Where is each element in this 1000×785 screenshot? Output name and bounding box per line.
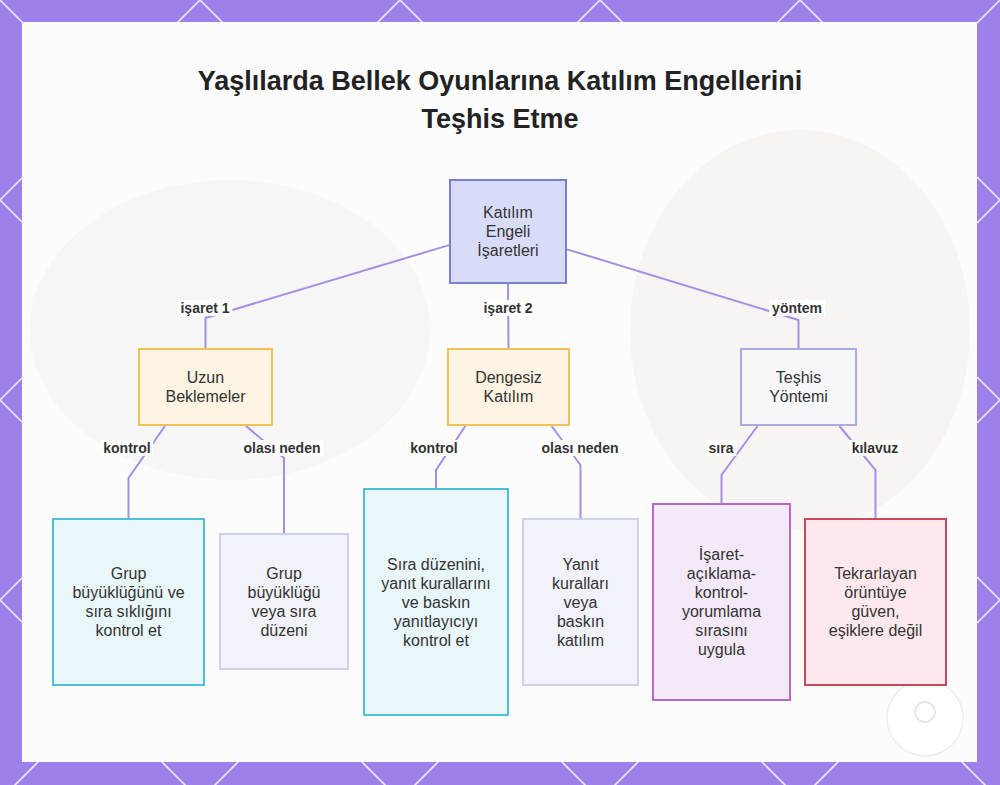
check-box: Sıra düzenini, yanıt kurallarını ve bask… bbox=[363, 488, 509, 716]
faded-photo bbox=[30, 180, 430, 480]
method-box: Teşhis Yöntemi bbox=[740, 348, 857, 426]
node-text: Yanıt kuralları veya baskın katılım bbox=[540, 555, 621, 650]
tree-connector bbox=[507, 284, 510, 348]
edge-label: kılavuz bbox=[849, 440, 902, 456]
node-text: İşaret-açıklama-kontrol-yorumlama sırası… bbox=[670, 545, 773, 659]
logo-mark bbox=[915, 702, 935, 722]
page-panel bbox=[22, 22, 977, 762]
tree-connector bbox=[567, 249, 799, 348]
tree-connector bbox=[436, 426, 465, 488]
edge-label: kontrol bbox=[100, 440, 153, 456]
edge-label: kontrol bbox=[407, 440, 460, 456]
order-box: İşaret-açıklama-kontrol-yorumlama sırası… bbox=[652, 503, 791, 701]
edge-label: sıra bbox=[706, 440, 737, 456]
node-text: Sıra düzenini, yanıt kurallarını ve bask… bbox=[381, 555, 491, 650]
node-text: Uzun Beklemeler bbox=[156, 368, 255, 406]
node-text: Katılım Engeli İşaretleri bbox=[467, 203, 549, 260]
node-text: Dengesiz Katılım bbox=[465, 368, 552, 406]
root-box: Katılım Engeli İşaretleri bbox=[449, 179, 567, 284]
tree-connector bbox=[206, 245, 450, 348]
sign-box: Dengesiz Katılım bbox=[447, 348, 570, 426]
cause-box: Grup büyüklüğü veya sıra düzeni bbox=[219, 533, 349, 670]
edge-label: işaret 1 bbox=[177, 300, 232, 316]
node-text: Tekrarlayan örüntüye güven, eşiklere değ… bbox=[822, 564, 929, 640]
edge-label: işaret 2 bbox=[480, 300, 535, 316]
faded-photo bbox=[630, 130, 970, 530]
logo-mark bbox=[887, 680, 963, 756]
diagram-title: Yaşlılarda Bellek Oyunlarına Katılım Eng… bbox=[190, 62, 810, 138]
node-text: Grup büyüklüğünü ve sıra sıklığını kontr… bbox=[70, 564, 187, 640]
cause-box: Yanıt kuralları veya baskın katılım bbox=[522, 518, 639, 686]
guide-box: Tekrarlayan örüntüye güven, eşiklere değ… bbox=[804, 518, 947, 686]
check-box: Grup büyüklüğünü ve sıra sıklığını kontr… bbox=[52, 518, 205, 686]
tree-connector bbox=[722, 426, 758, 503]
node-text: Grup büyüklüğü veya sıra düzeni bbox=[237, 564, 331, 640]
edge-label: olası neden bbox=[538, 440, 621, 456]
edge-label: yöntem bbox=[769, 300, 825, 316]
node-text: Teşhis Yöntemi bbox=[758, 368, 839, 406]
sign-box: Uzun Beklemeler bbox=[138, 348, 273, 426]
edge-label: olası neden bbox=[240, 440, 323, 456]
